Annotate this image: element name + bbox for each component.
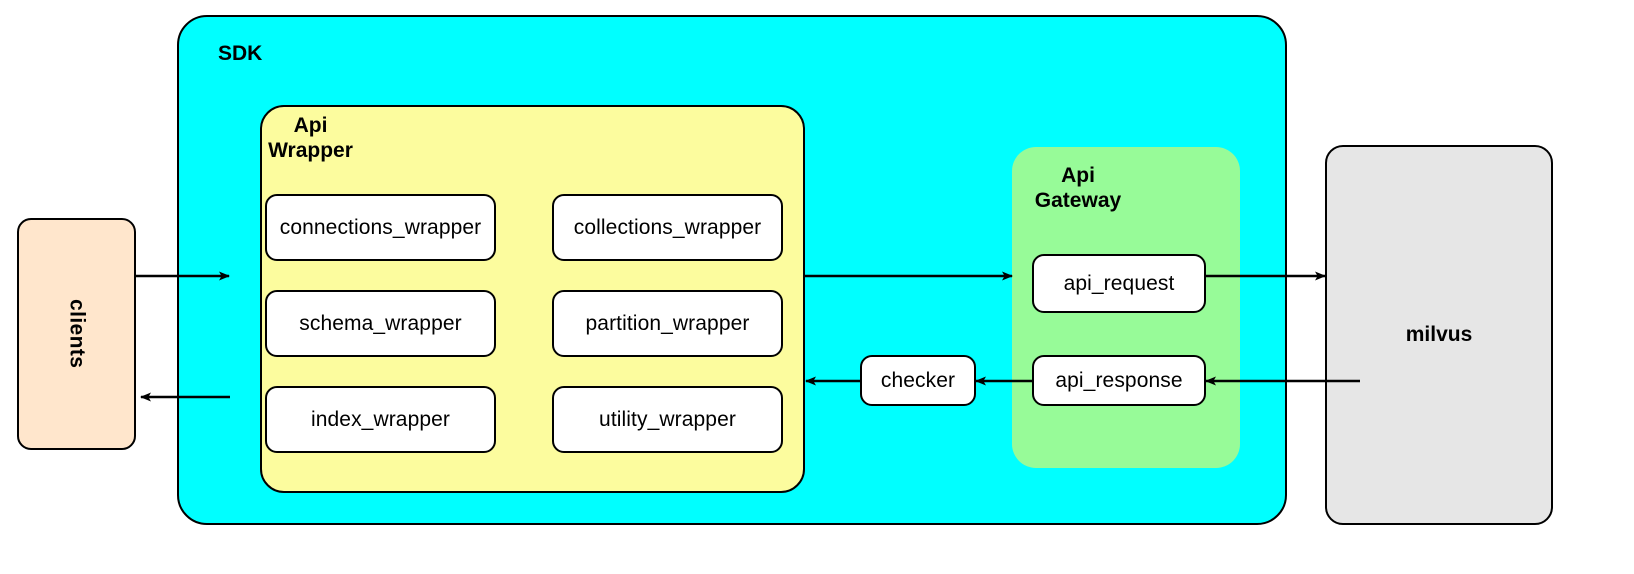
module-label: connections_wrapper [279,215,482,239]
api-gateway-title: Api Gateway [1034,164,1122,212]
module-label: partition_wrapper [585,311,750,335]
module-label: utility_wrapper [599,407,736,431]
module-api-response[interactable]: api_response [1032,355,1206,406]
module-label: api_response [1055,368,1183,392]
module-collections-wrapper[interactable]: collections_wrapper [552,194,783,261]
module-label: index_wrapper [310,407,451,431]
module-label: api_request [1063,271,1175,295]
sdk-title: SDK [218,42,263,65]
module-checker[interactable]: checker [860,355,976,406]
module-api-request[interactable]: api_request [1032,254,1206,313]
module-label: checker [880,368,956,392]
clients-label: clients [65,299,89,369]
milvus-label: milvus [1405,323,1473,346]
module-utility-wrapper[interactable]: utility_wrapper [552,386,783,453]
module-index-wrapper[interactable]: index_wrapper [265,386,496,453]
module-partition-wrapper[interactable]: partition_wrapper [552,290,783,357]
milvus-box[interactable]: milvus [1325,145,1553,525]
module-connections-wrapper[interactable]: connections_wrapper [265,194,496,261]
module-schema-wrapper[interactable]: schema_wrapper [265,290,496,357]
api-wrapper-title: Api Wrapper [268,114,353,162]
clients-box[interactable]: clients [17,218,136,450]
module-label: schema_wrapper [299,311,462,335]
module-label: collections_wrapper [573,215,762,239]
